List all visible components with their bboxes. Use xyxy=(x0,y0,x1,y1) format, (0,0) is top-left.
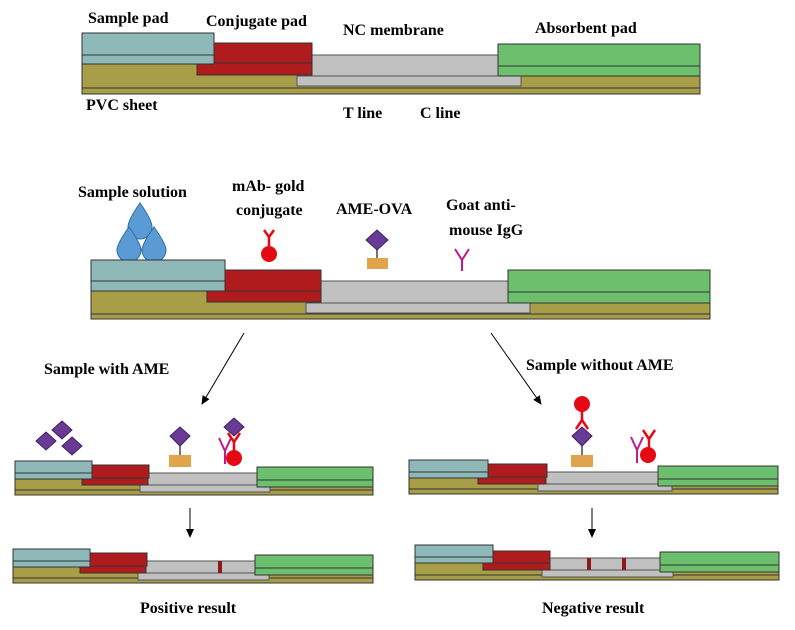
drop-icon xyxy=(127,202,153,240)
ame-ova-icon xyxy=(365,229,389,269)
gold-antibody-icon xyxy=(261,229,277,262)
label-ame-ova: AME-OVA xyxy=(336,201,413,218)
label-mab-gold-1: mAb- gold xyxy=(232,178,305,195)
c-line-band xyxy=(218,561,222,573)
absorbent-pad xyxy=(497,43,701,67)
strip-structure: Sample pad Conjugate pad NC membrane Abs… xyxy=(81,10,701,122)
strip-middle xyxy=(90,259,711,320)
ame-icon xyxy=(35,431,57,451)
label-sample-pad: Sample pad xyxy=(88,10,169,27)
t-line-band xyxy=(587,558,591,570)
ame-ova-icon xyxy=(169,426,191,447)
sample-pad xyxy=(81,32,215,56)
label-goat-2: mouse IgG xyxy=(449,222,524,239)
ame-icon xyxy=(51,420,73,440)
goat-igg-icon xyxy=(218,437,232,464)
sample-drops xyxy=(116,202,167,263)
label-nc-membrane: NC membrane xyxy=(343,22,444,39)
ame-ova-icon xyxy=(571,426,593,447)
label-absorbent-pad: Absorbent pad xyxy=(535,20,637,37)
gold-antibody-icon xyxy=(640,429,657,463)
nc-membrane xyxy=(309,54,501,77)
arrow-to-without-ame xyxy=(490,332,542,405)
c-line-band xyxy=(622,558,626,570)
panel-without-ame: Negative result xyxy=(408,396,780,617)
gold-antibody-bound-icon xyxy=(574,396,590,430)
label-negative-result: Negative result xyxy=(542,600,645,617)
label-conjugate-pad: Conjugate pad xyxy=(206,13,307,30)
label-without-ame: Sample without AME xyxy=(526,357,674,374)
label-c-line: C line xyxy=(420,105,460,122)
label-positive-result: Positive result xyxy=(140,600,237,617)
gold-antibody-bound-icon xyxy=(223,417,245,466)
label-goat-1: Goat anti- xyxy=(446,197,516,214)
label-with-ame: Sample with AME xyxy=(44,361,169,378)
panel-with-ame: Positive result xyxy=(12,417,374,617)
strip-without-ame xyxy=(408,459,779,495)
label-pvc-sheet: PVC sheet xyxy=(86,97,158,114)
label-mab-gold-2: conjugate xyxy=(236,202,303,219)
goat-igg-icon xyxy=(454,248,470,271)
goat-igg-icon xyxy=(630,436,644,463)
ame-icon xyxy=(61,436,83,456)
strip-positive-result xyxy=(12,548,374,584)
assay-components: Sample solution mAb- gold conjugate AME-… xyxy=(78,178,711,320)
arrow-to-with-ame xyxy=(201,332,245,405)
strip-negative-result xyxy=(414,544,780,581)
conjugate-pad xyxy=(211,42,313,64)
strip-with-ame xyxy=(14,460,374,496)
label-sample-solution: Sample solution xyxy=(78,184,187,201)
label-t-line: T line xyxy=(343,105,382,122)
